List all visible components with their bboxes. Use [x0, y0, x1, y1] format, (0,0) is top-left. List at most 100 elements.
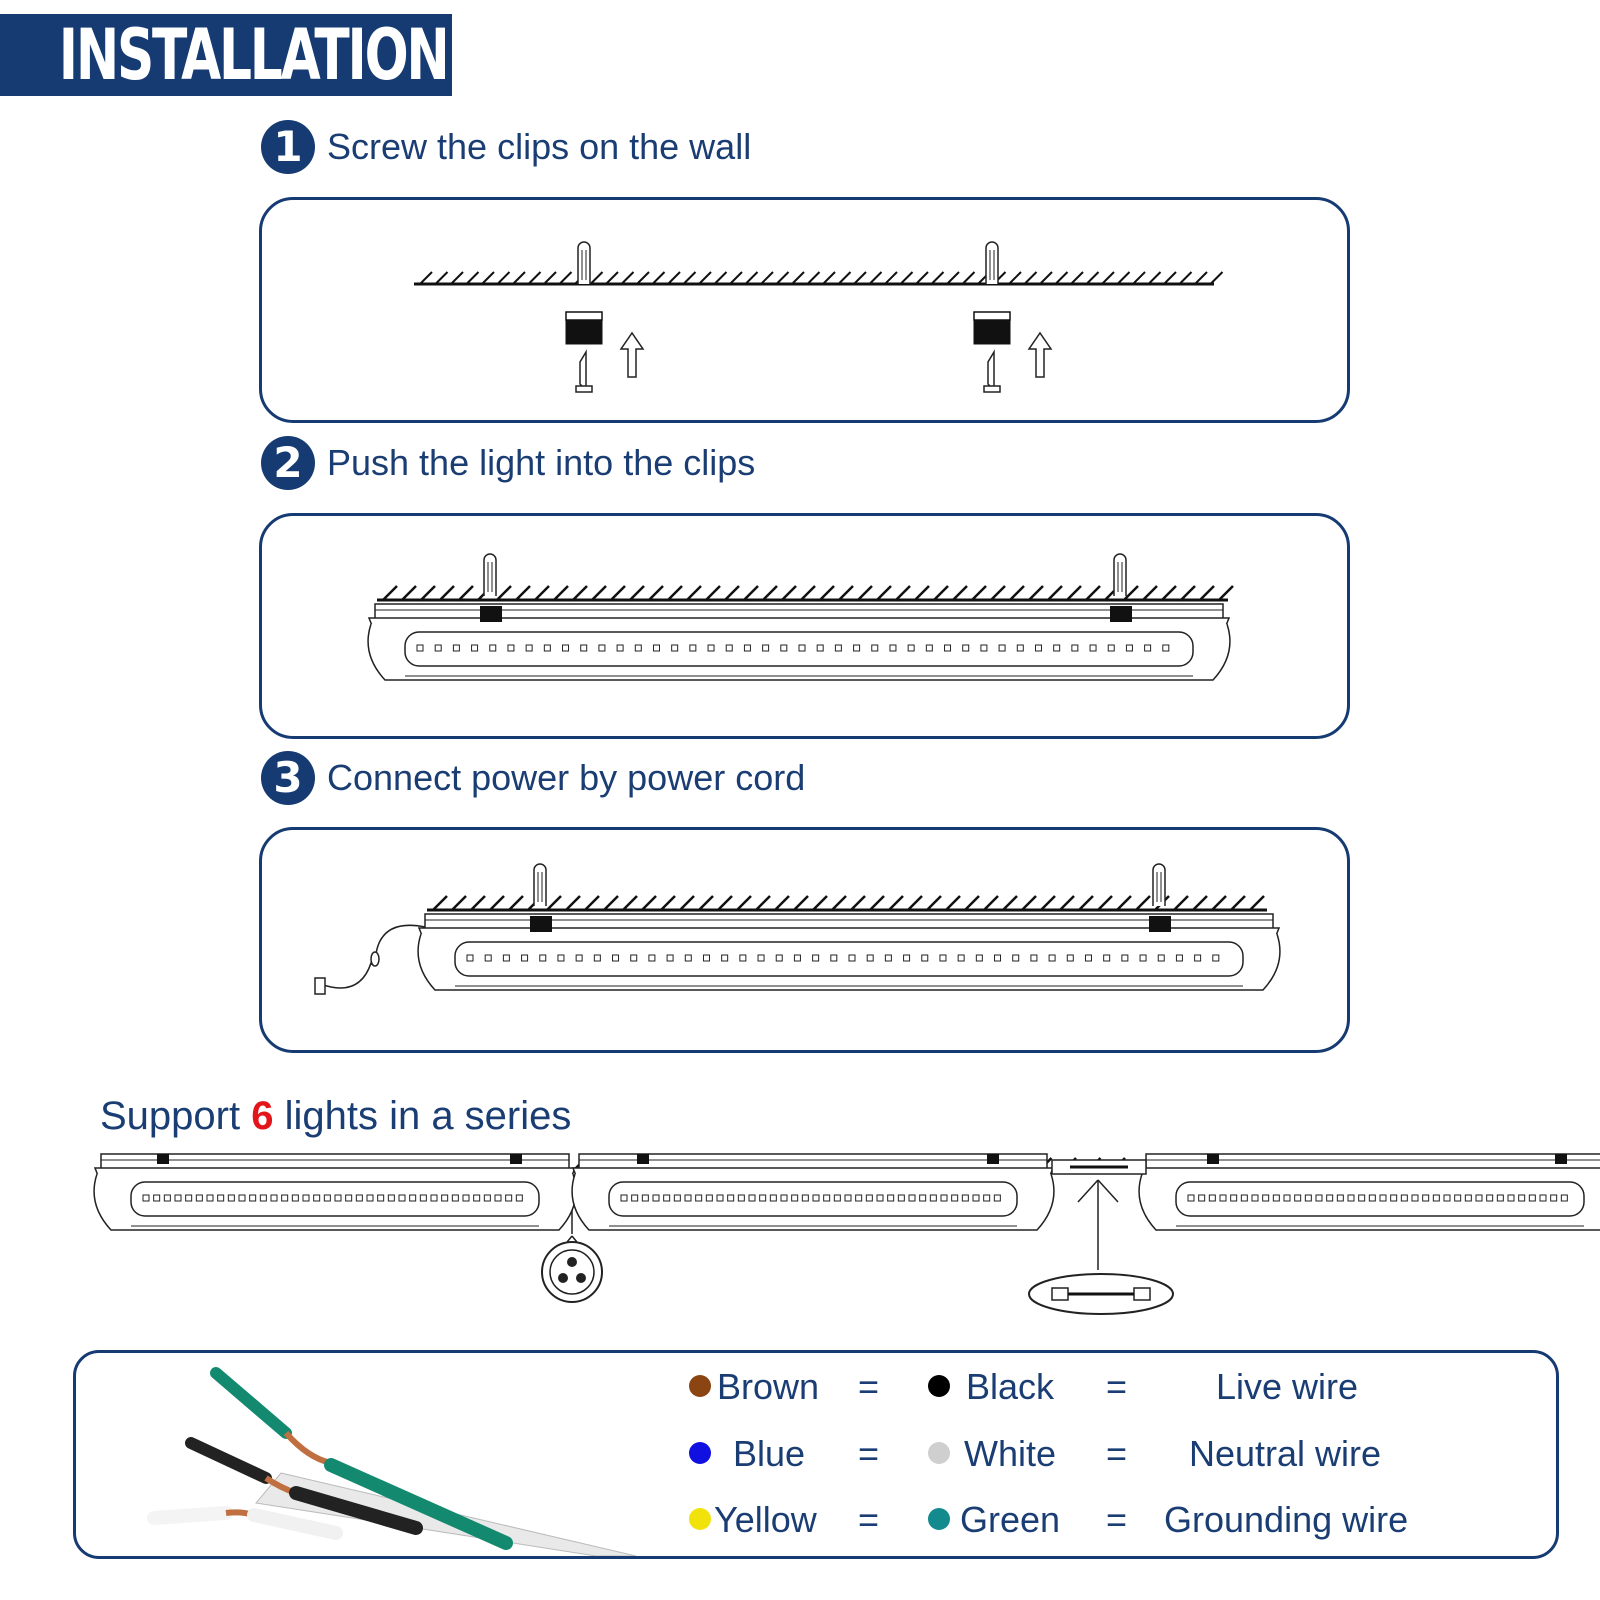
led-chip [142, 1194, 150, 1202]
black-dot-icon [928, 1375, 950, 1397]
led-chip [1486, 1194, 1494, 1202]
cord-switch [370, 951, 380, 967]
led-chip [620, 1194, 628, 1202]
led-chip [452, 644, 460, 652]
legend-meaning: Grounding wire [1164, 1499, 1409, 1540]
led-chip [1198, 1194, 1206, 1202]
led-chip [707, 644, 715, 652]
led-chip [1048, 954, 1056, 962]
step-3-panel [259, 827, 1350, 1053]
led-chip [323, 1194, 331, 1202]
led-chip [195, 1194, 203, 1202]
led-chip [780, 1194, 788, 1202]
led-chip [759, 1194, 767, 1202]
led-chip [833, 1194, 841, 1202]
led-chip [502, 954, 510, 962]
wall-hatching [432, 895, 1265, 911]
led-chip [238, 1194, 246, 1202]
legend-equals: = [1106, 1499, 1128, 1540]
led-chip [823, 1194, 831, 1202]
led-chip [1219, 1194, 1227, 1202]
led-chip [483, 1194, 491, 1202]
mounting-clip-icon [480, 606, 502, 622]
led-chip [830, 954, 838, 962]
legend-row-ground: Yellow = Green = Grounding wire [76, 1496, 1556, 1544]
led-chip [543, 644, 551, 652]
led-chip [739, 954, 747, 962]
brown-dot-icon [689, 1375, 711, 1397]
step-2-panel [259, 513, 1350, 739]
led-chip [929, 1194, 937, 1202]
legend-color-a: Yellow [714, 1499, 817, 1540]
legend-equals: = [858, 1499, 880, 1540]
led-chip [921, 954, 929, 962]
led-chip [1144, 644, 1152, 652]
led-chip [801, 1194, 809, 1202]
led-chip [612, 954, 620, 962]
led-chip [494, 1194, 502, 1202]
blue-dot-icon [689, 1442, 711, 1464]
led-chip [993, 1194, 1001, 1202]
legend-color-b: Green [960, 1499, 1061, 1540]
led-chip [844, 1194, 852, 1202]
led-chip [1107, 644, 1115, 652]
led-chip [887, 1194, 895, 1202]
led-chip [562, 644, 570, 652]
led-chip [505, 1194, 513, 1202]
led-chip [871, 644, 879, 652]
led-chip [716, 1194, 724, 1202]
led-chip [648, 954, 656, 962]
led-chip [816, 644, 824, 652]
led-chip [1539, 1194, 1547, 1202]
led-chip [616, 644, 624, 652]
led-chip [416, 644, 424, 652]
led-chip [153, 1194, 161, 1202]
led-chip [1496, 1194, 1504, 1202]
led-chip [1454, 1194, 1462, 1202]
led-chip [355, 1194, 363, 1202]
wall-anchor-screw [985, 241, 999, 284]
led-chip [793, 954, 801, 962]
led-chip [630, 954, 638, 962]
led-chip [217, 1194, 225, 1202]
led-chip [1358, 1194, 1366, 1202]
led-chip [673, 1194, 681, 1202]
led-chip [983, 1194, 991, 1202]
led-chip [1089, 644, 1097, 652]
led-chip [889, 644, 897, 652]
led-chip [366, 1194, 374, 1202]
led-chip [1507, 1194, 1515, 1202]
power-plug-icon [314, 977, 326, 995]
led-chip [748, 1194, 756, 1202]
led-chip [1262, 1194, 1270, 1202]
led-chip [757, 954, 765, 962]
led-chip [705, 1194, 713, 1202]
led-chip [652, 1194, 660, 1202]
mounting-clip-icon [1110, 606, 1132, 622]
led-chip [1304, 1194, 1312, 1202]
led-chip [975, 954, 983, 962]
led-chip [762, 644, 770, 652]
led-chip [593, 954, 601, 962]
mounting-clip-icon [510, 1154, 522, 1164]
step-2-number-badge: 2 [261, 436, 315, 490]
led-chip [652, 644, 660, 652]
mounting-clip-icon [987, 1154, 999, 1164]
led-chip [1194, 954, 1202, 962]
led-chip [1212, 954, 1220, 962]
led-chip [557, 954, 565, 962]
led-chip [798, 644, 806, 652]
led-chip [791, 1194, 799, 1202]
led-chip [725, 644, 733, 652]
led-chip [462, 1194, 470, 1202]
led-chip [1016, 644, 1024, 652]
led-chip [737, 1194, 745, 1202]
led-chip [291, 1194, 299, 1202]
legend-equals: = [858, 1366, 880, 1407]
led-chip [925, 644, 933, 652]
series-light-1 [93, 1153, 577, 1231]
led-chip [1125, 644, 1133, 652]
led-chip [663, 1194, 671, 1202]
wire-color-legend: Brown = Black = Live wire Blue = White =… [73, 1350, 1559, 1559]
led-chip [903, 954, 911, 962]
